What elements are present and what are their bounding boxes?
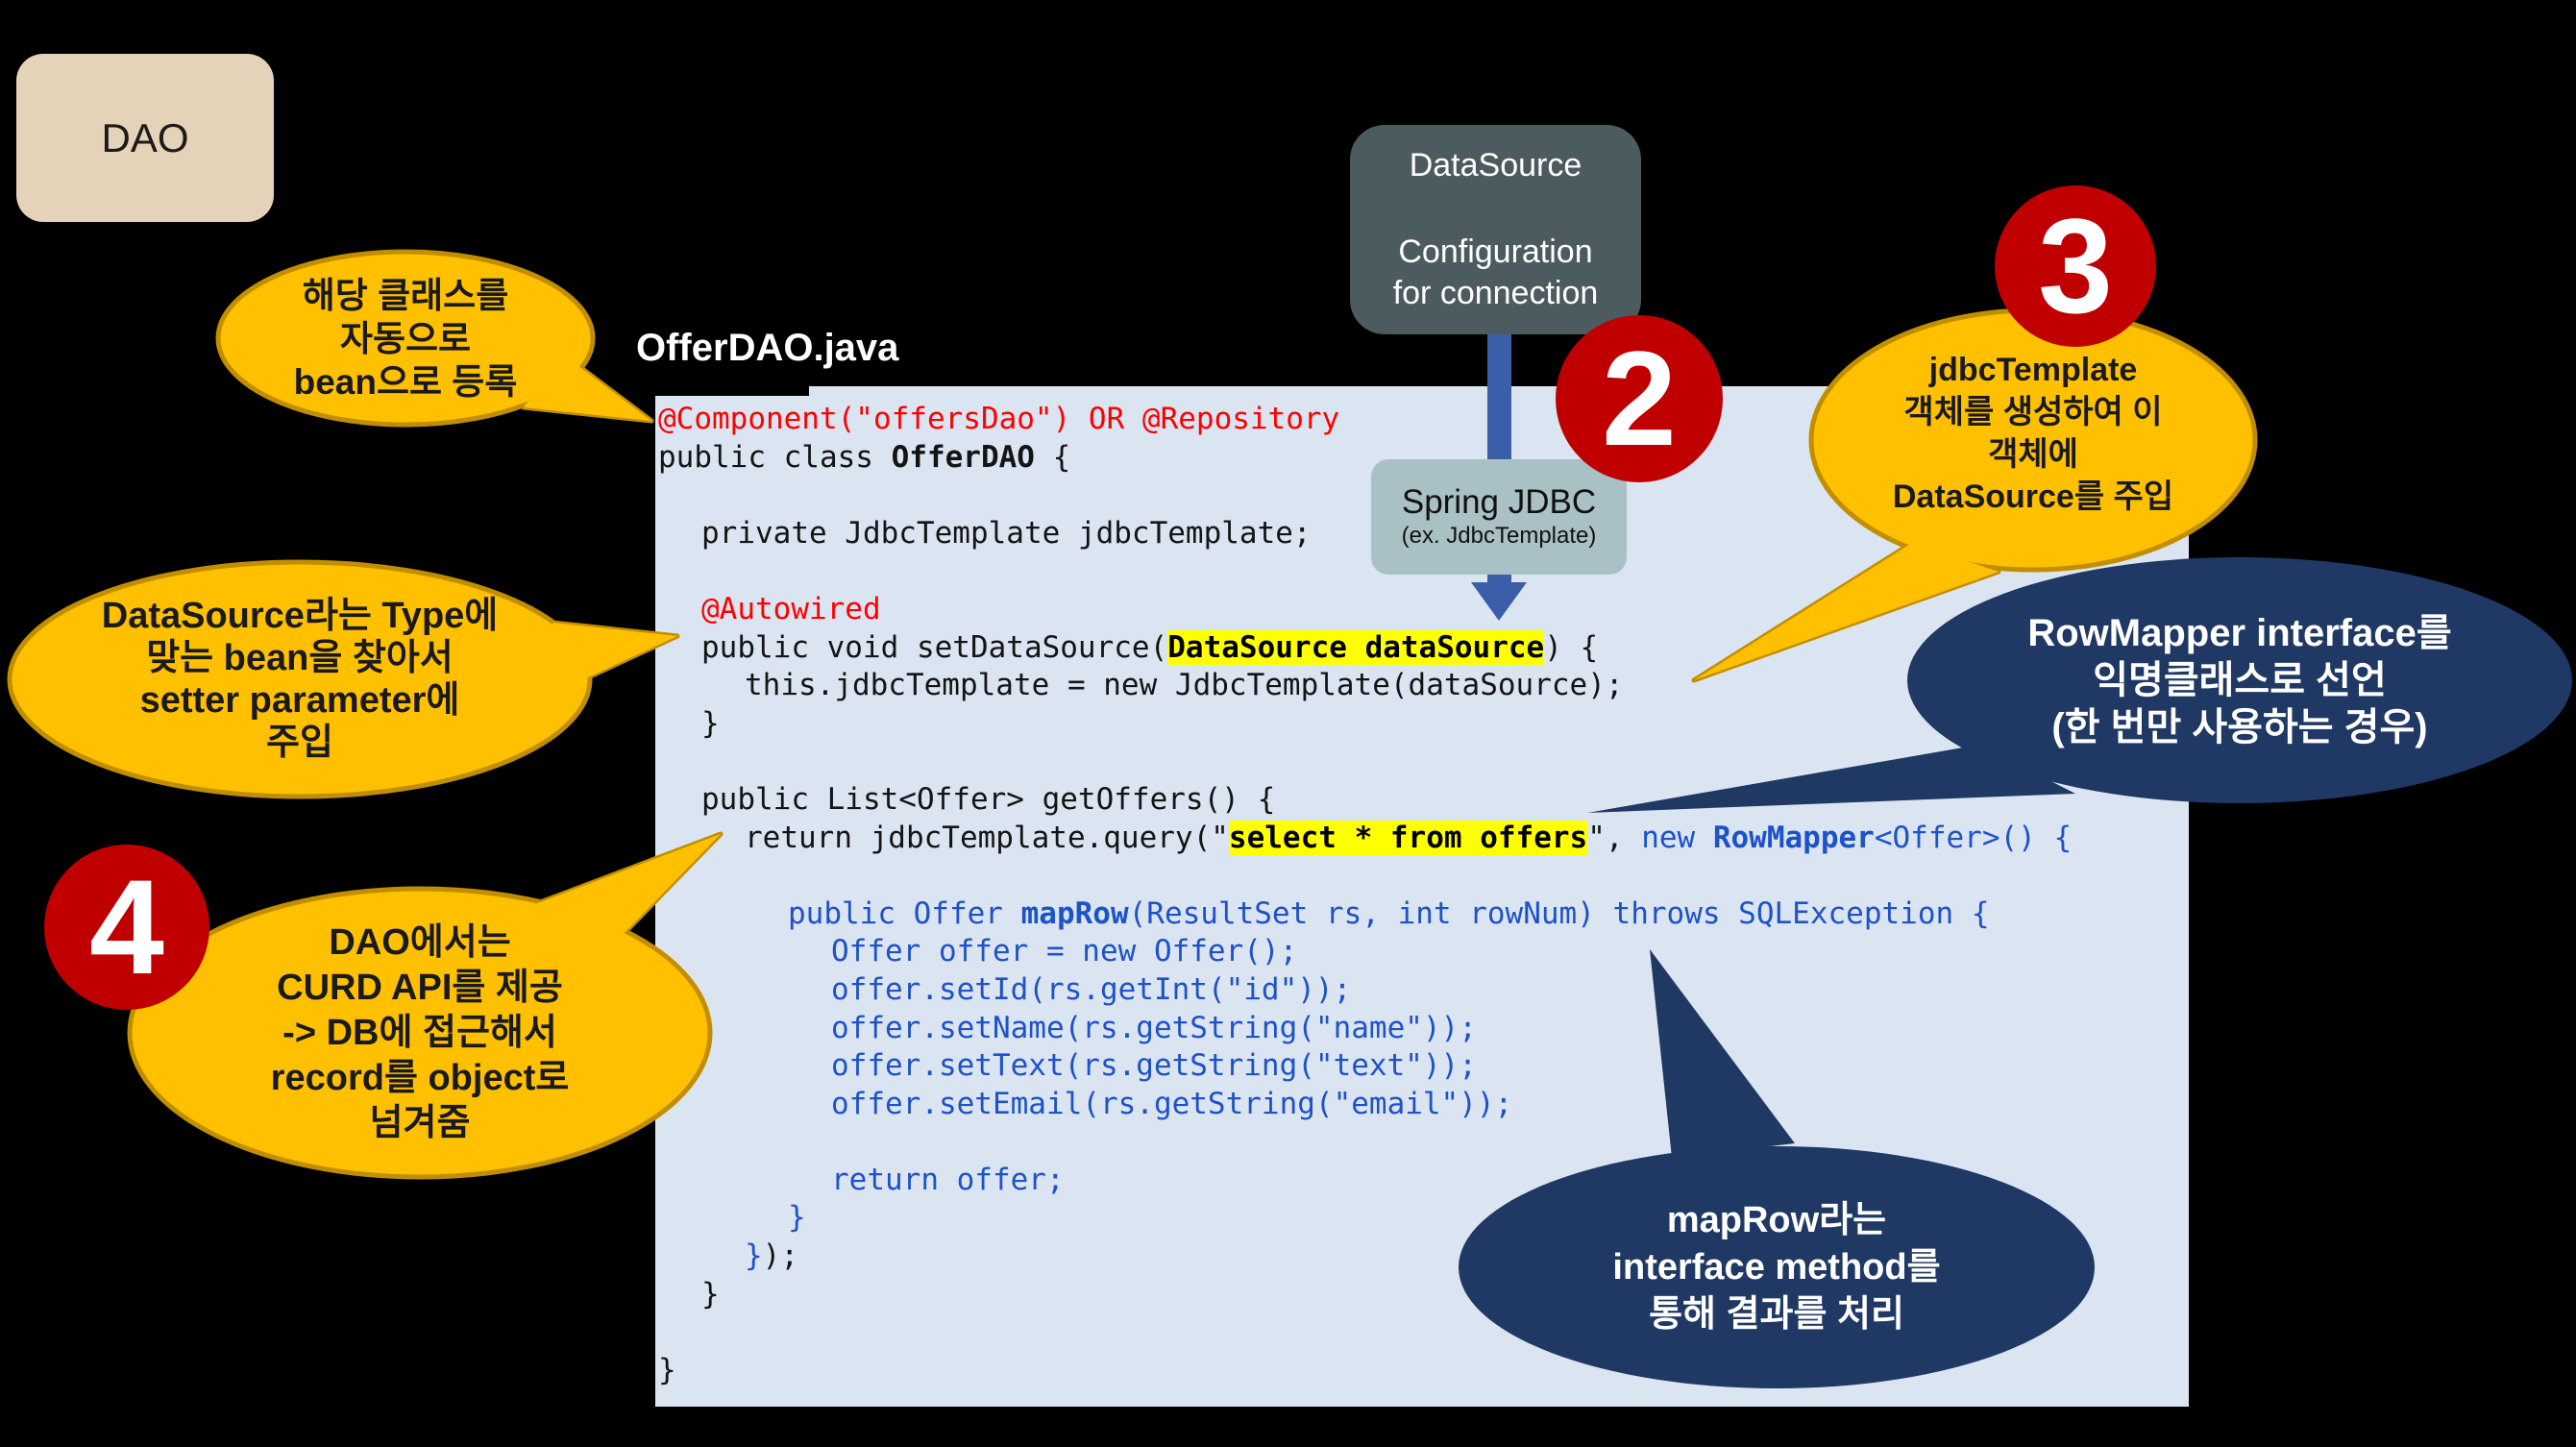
code-file-title: OfferDAO.java [636,327,899,369]
dao-curd-callout [127,886,713,1180]
step-4-badge-circle [44,845,209,1010]
datasource-box [1350,125,1641,334]
title-underline-tab [634,386,809,396]
register-bean-callout-tail-fill [524,354,651,421]
jdbctemplate-callout [1808,307,2258,573]
step-3-badge-circle [1995,185,2156,347]
inject-setter-callout [7,559,593,799]
dao-box [16,54,274,222]
rowmapper-callout-tail [1587,745,2075,813]
dao-curd-callout-tail-fill [500,834,721,972]
step-2-badge-circle [1556,315,1723,482]
inject-setter-callout-tail-fill [552,623,677,688]
register-bean-callout [215,249,596,428]
rowmapper-callout [1907,557,2572,803]
maprow-callout [1459,1146,2095,1388]
maprow-callout-tail [1650,949,1795,1158]
jdbctemplate-callout-tail-fill [1694,543,1999,680]
flow-arrow-head [1471,582,1527,621]
spring-jdbc-box [1371,459,1627,575]
